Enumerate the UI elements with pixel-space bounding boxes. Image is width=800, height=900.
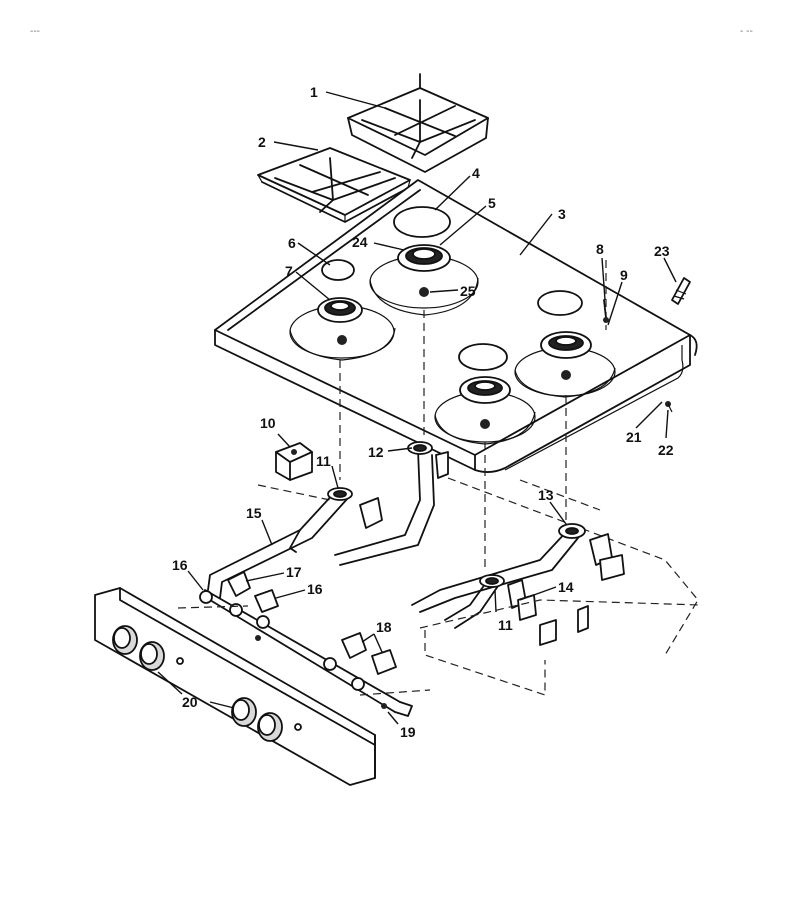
callout-4: 4: [434, 165, 480, 211]
valve-18-a: [323, 632, 367, 671]
callout-16-left: 16: [172, 557, 204, 591]
callout-22: 22: [658, 409, 674, 458]
svg-text:15: 15: [246, 505, 262, 521]
control-knob-3[interactable]: [231, 697, 257, 727]
burner-tube-left: [207, 487, 383, 599]
burner-cap-right-front: [458, 343, 508, 371]
svg-text:2: 2: [258, 134, 266, 150]
callout-21: 21: [626, 401, 663, 445]
burner-tube-center: [334, 441, 449, 566]
burner-cap-4: [393, 206, 451, 238]
svg-text:17: 17: [286, 564, 302, 580]
callout-6: 6: [288, 235, 331, 266]
callout-1: 1: [310, 84, 386, 109]
callout-24: 24: [352, 234, 405, 251]
callout-11-top: 11: [316, 453, 339, 489]
svg-text:8: 8: [596, 241, 604, 257]
svg-text:23: 23: [654, 243, 670, 259]
callout-7: 7: [285, 263, 331, 301]
callout-18: 18: [361, 619, 392, 653]
callout-23: 23: [654, 243, 677, 283]
svg-text:3: 3: [558, 206, 566, 222]
svg-text:13: 13: [538, 487, 554, 503]
svg-text:7: 7: [285, 263, 293, 279]
callout-8: 8: [596, 241, 606, 301]
mounting-bracket-right: [419, 599, 701, 696]
callout-14: 14: [519, 579, 574, 601]
svg-text:24: 24: [352, 234, 368, 250]
svg-text:19: 19: [400, 724, 416, 740]
screw-22: [665, 401, 673, 413]
burner-head-5: [369, 244, 479, 316]
header-right-mark: - --: [740, 26, 753, 37]
callout-10: 10: [260, 415, 291, 448]
callout-11-bottom: 11: [494, 589, 513, 633]
control-knob-1[interactable]: [112, 625, 138, 655]
svg-text:9: 9: [620, 267, 628, 283]
burner-head-right-rear: [514, 331, 616, 398]
hinge-pin-23: [671, 277, 691, 305]
svg-text:16: 16: [307, 581, 323, 597]
callout-20: 20: [157, 671, 235, 710]
screw-19: [381, 703, 387, 709]
control-knob-4[interactable]: [257, 712, 283, 742]
svg-text:22: 22: [658, 442, 674, 458]
callout-16-right: 16: [275, 581, 323, 599]
panel-hole-left: [176, 657, 184, 665]
burner-head-7: [289, 297, 396, 361]
callout-13: 13: [538, 487, 567, 525]
burner-grate-front: [257, 147, 411, 223]
callout-2: 2: [258, 134, 319, 151]
svg-text:5: 5: [488, 195, 496, 211]
burner-cap-right-rear: [537, 290, 583, 316]
svg-text:4: 4: [472, 165, 480, 181]
svg-text:25: 25: [460, 283, 476, 299]
svg-text:11: 11: [316, 453, 331, 469]
callout-12: 12: [368, 444, 413, 460]
svg-text:11: 11: [498, 617, 513, 633]
svg-text:21: 21: [626, 429, 642, 445]
svg-text:1: 1: [310, 84, 318, 100]
control-knob-2[interactable]: [139, 641, 165, 671]
svg-text:12: 12: [368, 444, 384, 460]
svg-text:20: 20: [182, 694, 198, 710]
panel-hole-right: [294, 723, 302, 731]
callout-15: 15: [246, 505, 273, 546]
svg-text:18: 18: [376, 619, 392, 635]
burner-tube-right-11: [444, 574, 537, 629]
callout-19: 19: [387, 711, 416, 740]
callout-25: 25: [429, 283, 476, 299]
svg-text:14: 14: [558, 579, 574, 595]
cooktop-surface: [214, 179, 698, 473]
burner-grate-rear: [347, 73, 489, 173]
svg-text:10: 10: [260, 415, 276, 431]
callout-3: 3: [519, 206, 566, 256]
svg-text:6: 6: [288, 235, 296, 251]
ignition-module-10: [275, 442, 313, 481]
control-panel: [94, 587, 431, 786]
screw-8: [603, 299, 609, 323]
callout-17: 17: [245, 564, 302, 582]
valve-18-b: [351, 649, 397, 691]
valve-16: [254, 589, 279, 641]
header-left-mark: ---: [30, 26, 40, 37]
burner-head-right-front: [434, 376, 536, 445]
valve-17: [227, 571, 251, 617]
callout-5: 5: [439, 195, 496, 246]
callout-9: 9: [607, 267, 628, 326]
svg-text:16: 16: [172, 557, 188, 573]
